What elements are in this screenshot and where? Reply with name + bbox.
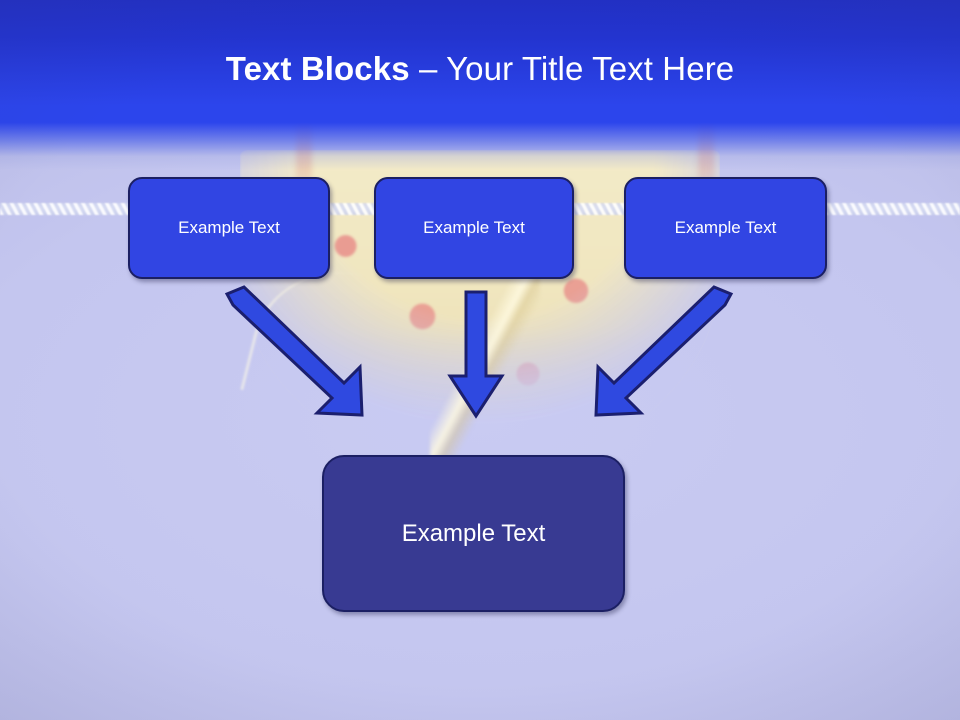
clothespin-left-icon xyxy=(296,118,312,184)
page-title-light: Your Title Text Here xyxy=(446,50,735,87)
text-block-2[interactable]: Example Text xyxy=(374,177,574,279)
text-block-3[interactable]: Example Text xyxy=(624,177,827,279)
text-block-1[interactable]: Example Text xyxy=(128,177,330,279)
text-block-1-label: Example Text xyxy=(178,218,280,237)
arrow-down-right-icon xyxy=(222,285,372,425)
clothespin-right-icon xyxy=(698,118,714,184)
result-block-label: Example Text xyxy=(401,519,546,547)
page-title-separator: – xyxy=(418,50,447,87)
page-title: Text Blocks – Your Title Text Here xyxy=(0,49,960,89)
result-block[interactable]: Example Text xyxy=(322,455,625,612)
text-block-2-label: Example Text xyxy=(423,218,525,237)
arrow-down-icon xyxy=(447,290,505,419)
arrow-down-left-icon xyxy=(586,285,736,425)
text-block-3-label: Example Text xyxy=(674,218,777,237)
page-title-strong: Text Blocks xyxy=(225,50,419,87)
